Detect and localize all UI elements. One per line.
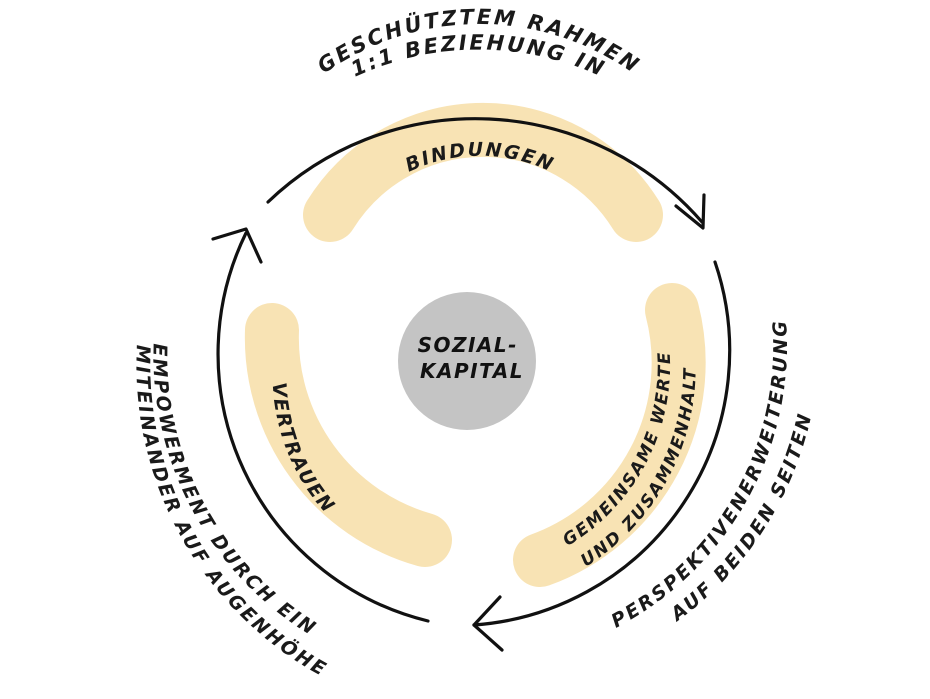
center-line-1: SOZIAL- xyxy=(418,333,518,357)
center-line-2: KAPITAL xyxy=(420,359,524,383)
svg-text:SOZIAL- KAPITAL: SOZIAL- KAPITAL xyxy=(418,333,527,383)
arrow-left-head-icon xyxy=(211,227,263,264)
cycle-arrows xyxy=(211,117,732,652)
arrow-top-arc xyxy=(266,117,704,224)
center-circle xyxy=(398,292,536,430)
band-bindungen-shape xyxy=(303,102,663,242)
arrow-top-head-icon xyxy=(674,193,706,230)
yellow-bands xyxy=(244,102,706,587)
band-werte-shape xyxy=(513,283,706,587)
arrow-right-head-icon xyxy=(472,595,504,652)
arrow-right-arc xyxy=(472,260,732,627)
arrow-left-arc xyxy=(216,231,430,623)
band-vertrauen-shape xyxy=(244,303,452,567)
